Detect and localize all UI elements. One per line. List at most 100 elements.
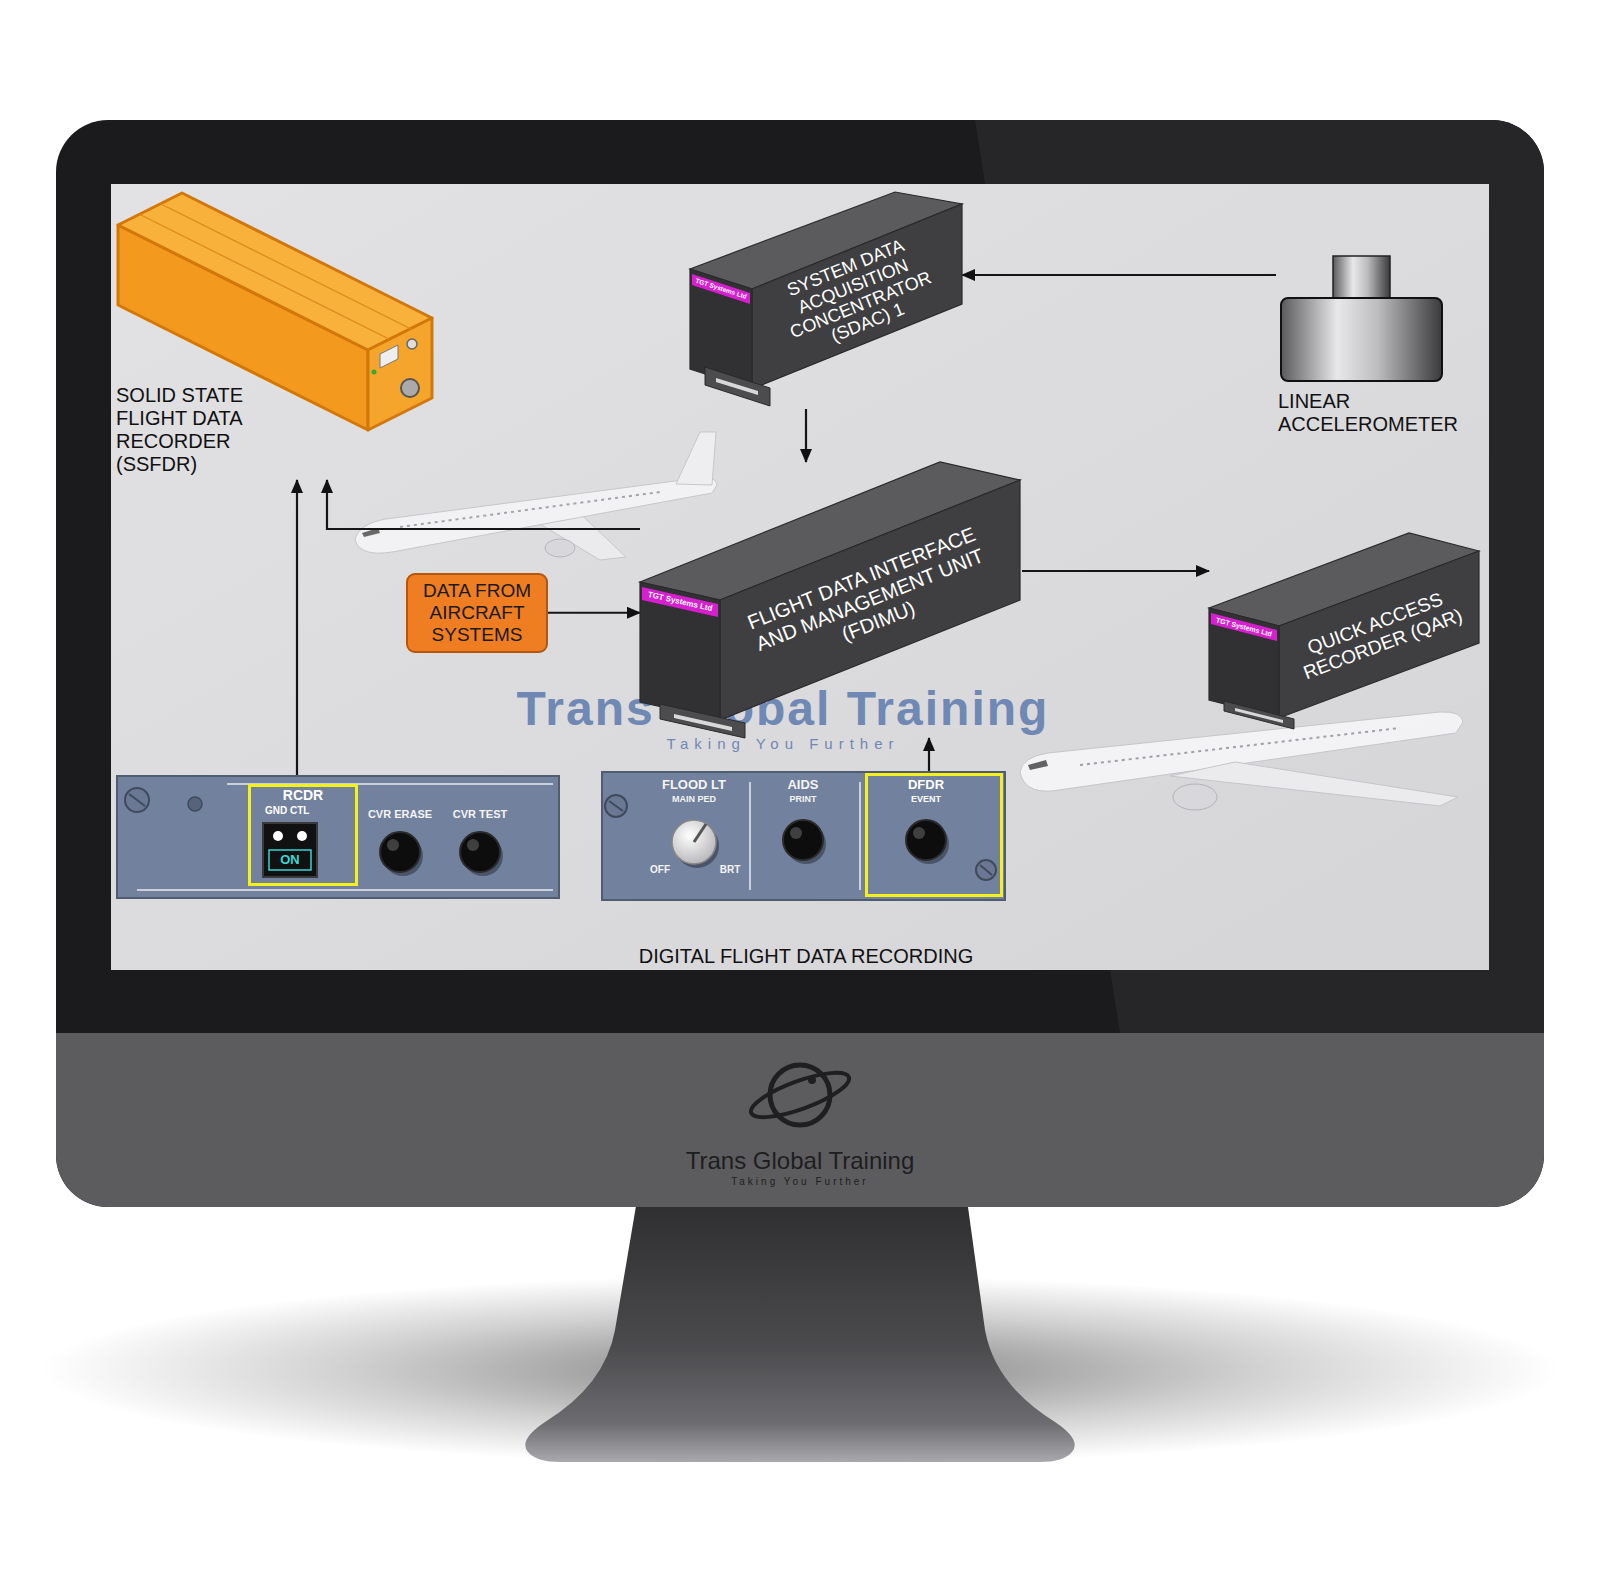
background-aircraft bbox=[1020, 712, 1463, 810]
caption: DIGITAL FLIGHT DATA RECORDING bbox=[639, 945, 973, 967]
recorder-port bbox=[407, 339, 417, 349]
signal-arrow bbox=[296, 480, 298, 784]
aircraft-cockpit bbox=[1028, 760, 1048, 770]
signal-arrow bbox=[962, 274, 1276, 276]
highlight-frame: RCDRGND CTL ON bbox=[248, 784, 358, 886]
text-holder: GND CTL bbox=[265, 805, 309, 817]
panel-plate bbox=[117, 776, 559, 898]
quick-access-recorder: QUICK ACCESS RECORDER (QAR)TGT Systems L… bbox=[1209, 533, 1481, 729]
knob-shine bbox=[790, 827, 802, 839]
text-holder: DIGITAL FLIGHT DATA RECORDING bbox=[639, 945, 973, 967]
panel-heading: FLOOD LT bbox=[662, 778, 726, 793]
text-holder: MAIN PED bbox=[672, 794, 716, 804]
unit-end-face bbox=[1209, 608, 1279, 718]
recorder-connector bbox=[380, 345, 398, 368]
unit-brand-strip bbox=[692, 274, 750, 304]
brand-logo bbox=[746, 1064, 853, 1126]
signal-arrow bbox=[327, 480, 640, 529]
push-button bbox=[263, 823, 317, 877]
unit-side-face bbox=[1279, 551, 1479, 718]
text-holder: OFF bbox=[650, 864, 670, 876]
recorder-end bbox=[368, 318, 432, 430]
panel-heading: RCDR bbox=[283, 787, 323, 804]
screw-slot bbox=[609, 801, 623, 811]
signal-arrow bbox=[548, 612, 640, 614]
monitor-bezel bbox=[56, 120, 1544, 1207]
unit-side-face bbox=[752, 204, 962, 389]
unit-brand-strip bbox=[1211, 613, 1277, 641]
panel-screw bbox=[976, 860, 996, 880]
button-legend-frame bbox=[269, 850, 311, 870]
management-unit: FLIGHT DATA INTERFACE AND MANAGEMENT UNI… bbox=[640, 462, 1022, 738]
switch-label: MAIN PED bbox=[672, 794, 716, 804]
text-holder: SOLID STATE FLIGHT DATA RECORDER (SSFDR) bbox=[116, 384, 298, 476]
signal-arrow bbox=[928, 738, 930, 773]
aircraft-engine bbox=[545, 539, 575, 557]
acquisition-unit: SYSTEM DATA ACQUISITION CONCENTRATOR (SD… bbox=[690, 184, 962, 409]
switch-label: CVR ERASE bbox=[368, 808, 432, 821]
text-holder: AIDS bbox=[787, 778, 818, 793]
highlight-frame: DFDREVENT bbox=[865, 773, 1003, 897]
position-label: OFF bbox=[650, 864, 670, 876]
switch-label: CVR TEST bbox=[453, 808, 507, 821]
dimmer-knob bbox=[672, 820, 716, 864]
brand-tagline: Taking You Further bbox=[731, 1176, 868, 1188]
pedestal-panel: FLOOD LTMAIN PED OFF BRT AIDSPRINT DFDREVENT bbox=[602, 772, 1005, 900]
accelerometer: LINEAR ACCELEROMETER bbox=[1276, 250, 1472, 440]
unit-mount-tab bbox=[705, 367, 770, 406]
text-holder: Taking You Further bbox=[731, 1176, 868, 1188]
recorder-beacon bbox=[401, 379, 419, 397]
brand-name: Trans Global Training bbox=[686, 1148, 915, 1174]
position-label: BRT bbox=[720, 864, 741, 876]
text-holder: CVR ERASE bbox=[368, 808, 432, 821]
signal-arrow bbox=[805, 409, 807, 462]
text-holder: RCDR bbox=[283, 787, 323, 804]
button-light bbox=[273, 831, 283, 841]
background-aircraft bbox=[355, 432, 717, 560]
signal-arrow bbox=[1022, 570, 1209, 572]
unit-label: LINEAR ACCELEROMETER bbox=[1278, 390, 1468, 436]
panel-rule bbox=[137, 889, 553, 891]
unit-end-face bbox=[640, 582, 720, 720]
recorder-seam bbox=[161, 204, 411, 329]
recorder-unit: SOLID STATE FLIGHT DATA RECORDER (SSFDR) bbox=[112, 188, 447, 480]
unit-end-face bbox=[690, 269, 752, 389]
panel-screw bbox=[605, 795, 627, 817]
aircraft-windows bbox=[1080, 728, 1400, 765]
text-holder: CVR TEST bbox=[453, 808, 507, 821]
button-light bbox=[297, 831, 307, 841]
text-holder: Trans Global Training bbox=[686, 1148, 915, 1174]
aircraft-engine bbox=[1173, 784, 1217, 810]
text-holder: ON bbox=[280, 852, 300, 868]
text-holder: EVENT bbox=[911, 794, 941, 804]
switch-label: GND CTL bbox=[265, 805, 309, 817]
recorder-top bbox=[118, 193, 432, 350]
knob-shine bbox=[913, 827, 925, 839]
switch-label: EVENT bbox=[911, 794, 941, 804]
recorder-led bbox=[372, 370, 377, 375]
knob bbox=[460, 832, 500, 872]
unit-mount-slot bbox=[716, 378, 758, 395]
screen bbox=[111, 184, 1489, 970]
recorder-panel-drawing bbox=[117, 776, 559, 898]
monitor-chin bbox=[56, 1033, 1544, 1207]
screw-slot bbox=[129, 794, 145, 806]
knob bbox=[380, 832, 420, 872]
panel-heading: DFDR bbox=[908, 778, 944, 793]
button-legend: ON bbox=[280, 852, 300, 868]
monitor-housing bbox=[56, 120, 1544, 1207]
aircraft-fuselage bbox=[355, 477, 717, 553]
knob-shine bbox=[387, 839, 399, 851]
watermark-tagline: Taking You Further bbox=[666, 735, 899, 752]
knob bbox=[906, 820, 946, 860]
panel-divider bbox=[749, 782, 751, 890]
logo-dot bbox=[808, 1076, 816, 1084]
monitor-stand bbox=[525, 1200, 1074, 1462]
sensor-stud bbox=[1333, 256, 1390, 302]
switch-label: PRINT bbox=[790, 794, 817, 804]
sensor-body bbox=[1281, 298, 1442, 381]
panel-plate bbox=[602, 772, 1005, 900]
panel-divider bbox=[859, 782, 861, 890]
panel-screw bbox=[125, 788, 149, 812]
unit-mount-tab bbox=[1224, 701, 1294, 729]
